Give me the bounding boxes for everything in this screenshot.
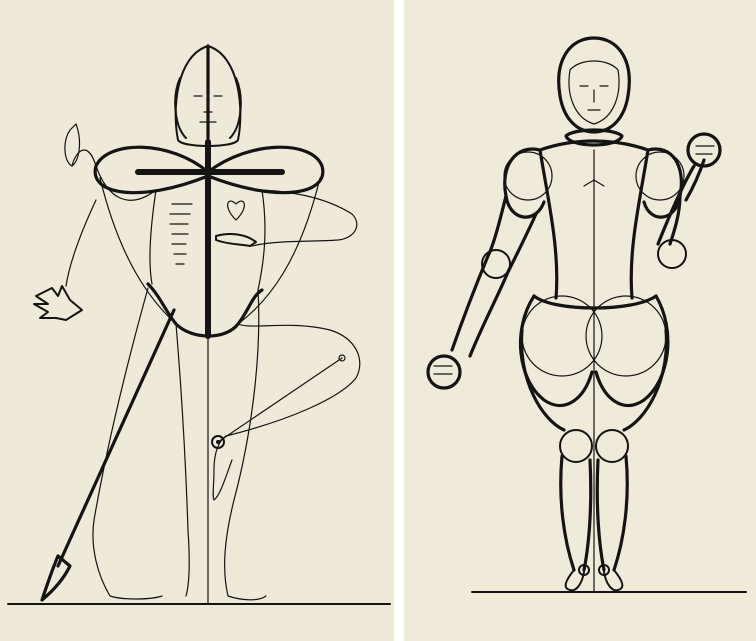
- raised-hand: [65, 124, 80, 166]
- right-elbow: [658, 240, 686, 268]
- right-knee: [596, 430, 628, 462]
- left-figure-drawing: [0, 0, 394, 641]
- left-knee: [560, 430, 592, 462]
- raised-thigh: [226, 324, 360, 436]
- right-hip-circle: [586, 296, 666, 376]
- right-forearm: [658, 166, 694, 244]
- left-arm-inner: [470, 214, 536, 356]
- left-shin: [561, 456, 591, 570]
- right-figure-drawing: [404, 0, 756, 641]
- right-arm: [252, 190, 357, 246]
- left-page: [0, 0, 394, 641]
- right-shoulder: [644, 149, 681, 217]
- left-arm-outer: [452, 196, 506, 350]
- left-fist: [428, 356, 460, 388]
- rib-marks: [170, 204, 192, 264]
- right-page: [404, 0, 756, 641]
- right-fingers: [696, 146, 714, 154]
- open-hand: [34, 286, 82, 320]
- lower-arm-left: [66, 200, 96, 286]
- dagger-shaft: [58, 310, 174, 566]
- thigh-axis: [218, 358, 342, 442]
- heart-symbol: [228, 201, 245, 220]
- right-leg-outline: [225, 290, 266, 600]
- left-hip-circle: [522, 296, 602, 376]
- hand-on-chest: [216, 234, 256, 246]
- left-leg-outer: [93, 288, 162, 599]
- left-leg-inner: [176, 324, 189, 596]
- left-fingers: [434, 366, 452, 374]
- right-shin: [597, 456, 627, 570]
- face-features-right: [580, 86, 608, 110]
- page-gutter: [394, 0, 404, 641]
- dagger-tip: [42, 556, 70, 600]
